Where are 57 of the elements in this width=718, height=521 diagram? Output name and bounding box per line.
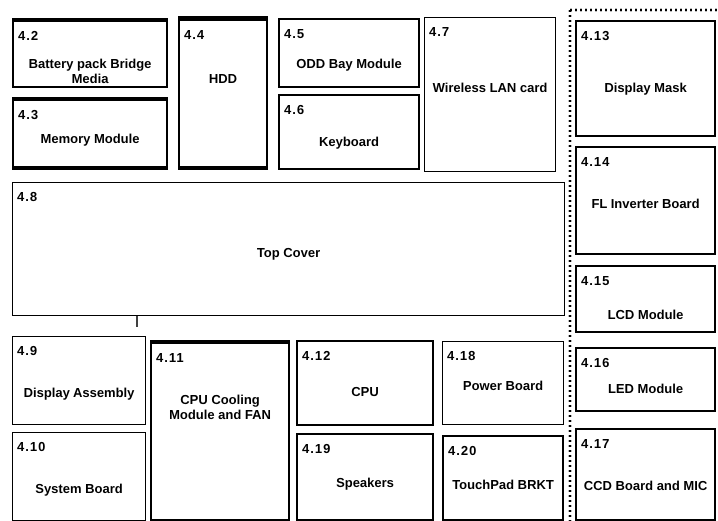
section-box bbox=[12, 182, 565, 316]
part-name: Power Board bbox=[462, 378, 544, 393]
part-name: Speakers bbox=[335, 475, 395, 490]
section-number: 4.11 bbox=[156, 350, 185, 365]
section-number: 4.4 bbox=[184, 27, 206, 42]
part-name: CPU bbox=[350, 384, 380, 399]
section-box bbox=[150, 340, 290, 521]
section-box bbox=[442, 435, 564, 521]
part-name: Memory Module bbox=[40, 131, 140, 146]
section-number: 4.7 bbox=[429, 24, 450, 39]
part-name: FL Inverter Board bbox=[590, 196, 701, 211]
part-name: Battery pack Bridge Media bbox=[28, 56, 152, 86]
section-number: 4.19 bbox=[302, 441, 332, 456]
part-name: ODD Bay Module bbox=[295, 56, 403, 71]
section-box bbox=[575, 428, 716, 521]
section-box bbox=[424, 17, 556, 172]
section-number: 4.12 bbox=[302, 348, 332, 363]
section-number: 4.16 bbox=[581, 355, 610, 370]
part-name: LCD Module bbox=[606, 307, 684, 322]
section-number: 4.3 bbox=[18, 107, 40, 122]
part-name: Keyboard bbox=[318, 134, 380, 149]
part-name: CPU Cooling Module and FAN bbox=[168, 392, 272, 422]
section-box bbox=[442, 341, 564, 425]
part-name: System Board bbox=[34, 481, 124, 496]
section-box bbox=[575, 347, 716, 412]
section-box bbox=[296, 433, 434, 521]
part-name: TouchPad BRKT bbox=[451, 477, 555, 492]
part-name: HDD bbox=[208, 71, 238, 86]
section-box bbox=[12, 18, 168, 88]
section-number: 4.9 bbox=[17, 343, 38, 358]
section-box bbox=[12, 336, 146, 425]
section-number: 4.18 bbox=[447, 348, 476, 363]
section-number: 4.20 bbox=[448, 443, 478, 458]
section-box bbox=[296, 340, 434, 426]
section-number: 4.6 bbox=[284, 102, 306, 117]
section-box bbox=[575, 146, 716, 255]
section-box bbox=[12, 97, 168, 170]
part-name: LED Module bbox=[606, 381, 684, 396]
part-name: Display Assembly bbox=[22, 385, 136, 400]
part-name: CCD Board and MIC bbox=[582, 478, 708, 493]
section-number: 4.17 bbox=[581, 436, 610, 451]
section-box bbox=[178, 16, 268, 170]
part-name: Display Mask bbox=[603, 80, 688, 95]
section-number: 4.8 bbox=[17, 189, 38, 204]
section-box bbox=[575, 20, 716, 137]
section-number: 4.2 bbox=[18, 28, 40, 43]
section-box bbox=[575, 265, 716, 333]
section-number: 4.15 bbox=[581, 273, 610, 288]
section-number: 4.10 bbox=[17, 439, 46, 454]
part-name: Top Cover bbox=[256, 245, 322, 260]
section-number: 4.14 bbox=[581, 154, 610, 169]
section-box bbox=[278, 94, 420, 170]
section-box bbox=[12, 432, 146, 521]
section-box bbox=[278, 18, 420, 88]
section-number: 4.5 bbox=[284, 26, 306, 41]
part-name: Wireless LAN card bbox=[432, 80, 548, 95]
section-number: 4.13 bbox=[581, 28, 610, 43]
